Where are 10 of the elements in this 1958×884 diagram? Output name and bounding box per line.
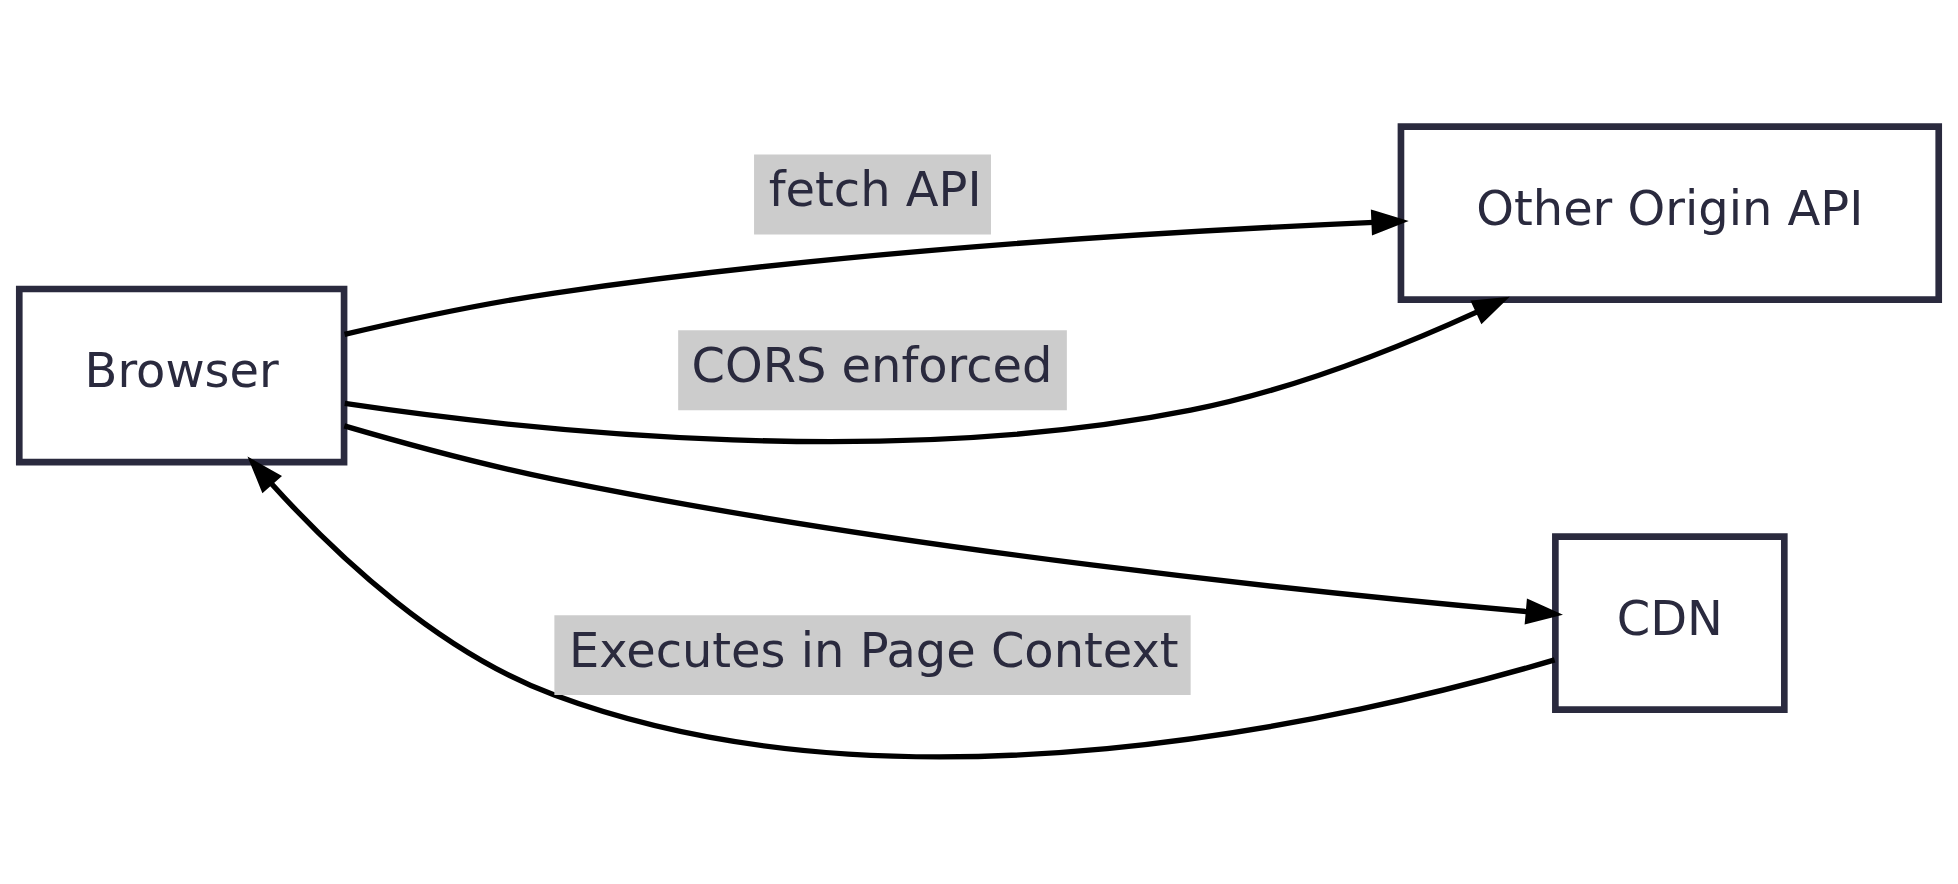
edge-label: CORS enforced [691,337,1053,393]
node-box: Browser [15,285,348,466]
arrow [343,209,1409,337]
edge-label: fetch API [768,162,982,218]
arrow [344,296,1510,445]
edge-label: Executes in Page Context [569,622,1179,678]
node-box: Other Origin API [1397,123,1943,303]
node-box: CDN [1552,533,1788,713]
arrow [343,423,1563,625]
arrow [247,456,1556,760]
